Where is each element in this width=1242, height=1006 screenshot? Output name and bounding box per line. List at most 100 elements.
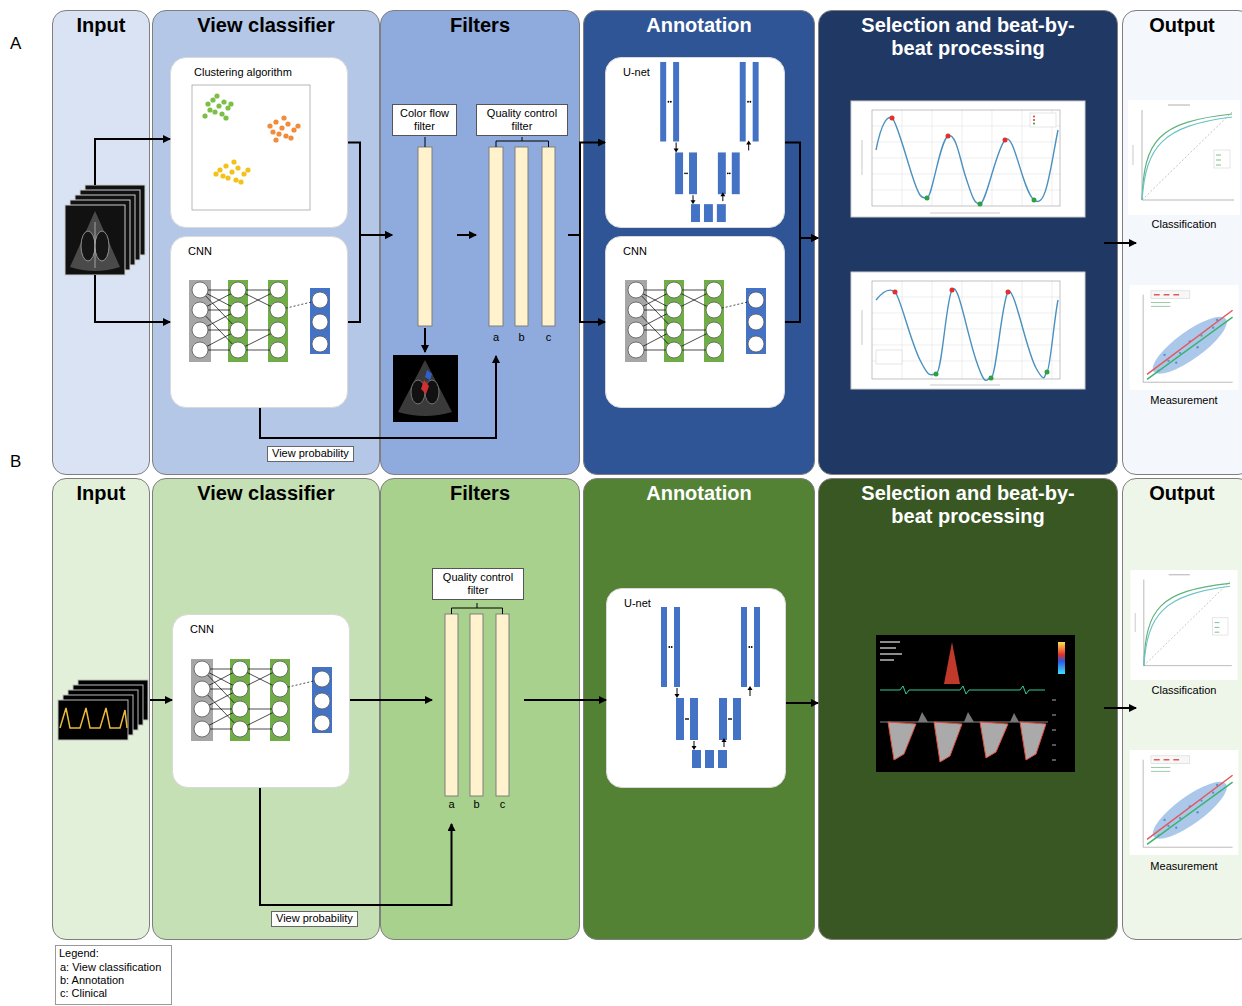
beat-chart-part (925, 196, 1037, 207)
doppler-screenshot-part-part (964, 712, 974, 722)
network-drawing-part (625, 280, 766, 362)
connector-arrow (260, 356, 496, 438)
echo-image-stack-part (95, 231, 109, 261)
stage-panel: FiltersQuality control filter (380, 478, 580, 940)
column-letter: b (518, 331, 524, 344)
output-chart-part (1130, 285, 1239, 390)
beat-chart-part-part (1032, 198, 1037, 203)
panel-heading: Output (1123, 11, 1241, 37)
cluster-plot-part-part (223, 115, 228, 120)
doppler-image-stack-part (78, 680, 148, 720)
cluster-plot-part-part (245, 167, 250, 172)
panel-heading: Annotation (584, 479, 814, 505)
beat-chart-part (862, 140, 1000, 213)
echo-image-stack-part (75, 195, 135, 265)
beat-chart-part (1033, 116, 1035, 122)
connector-arrow (350, 699, 432, 701)
edge-label: View probability (271, 911, 358, 927)
cluster-plot-part (192, 85, 310, 210)
beat-chart-part (876, 289, 1058, 381)
echo-image-stack-part (85, 185, 145, 255)
input-split-line (95, 139, 150, 322)
output-chart-part (1130, 750, 1239, 855)
method-box: U-net (606, 588, 786, 788)
column-letter: c (546, 331, 552, 344)
method-box: CNN (172, 614, 350, 788)
panel-heading: Selection and beat-by-beat processing (848, 479, 1088, 528)
beat-chart-part-part (1003, 138, 1008, 143)
cluster-plot-part-part (207, 107, 212, 112)
filter-label: Quality control filter (476, 104, 568, 136)
beat-chart-part (893, 288, 1011, 295)
cluster-plot-part (213, 159, 250, 184)
filter-label: Color flow filter (392, 104, 457, 136)
beat-chart-part-part (890, 116, 895, 121)
color-flow-image-part (421, 380, 429, 394)
cluster-plot-part-part (205, 101, 210, 106)
color-flow-image-part (411, 380, 425, 404)
column-letter: a (493, 331, 499, 344)
method-box: CNN (605, 236, 785, 408)
cluster-plot-part-part (241, 171, 246, 176)
cluster-plot-part-part (228, 101, 233, 106)
doppler-screenshot-part (1052, 700, 1056, 760)
cluster-plot-part-part (273, 119, 278, 124)
beat-chart-part (1033, 123, 1035, 125)
beat-chart-part (872, 110, 1060, 206)
cluster-plot-part-part (221, 99, 226, 104)
connector-arrow (568, 235, 605, 322)
network-drawing-part (191, 659, 332, 741)
doppler-screenshot-part (944, 642, 960, 684)
panel-heading: Annotation (584, 11, 814, 37)
connector-arrow (348, 143, 392, 236)
cluster-plot-part-part (288, 135, 293, 140)
cluster-plot-part-part (238, 179, 243, 184)
network-drawing-part (661, 607, 760, 768)
panel-heading: Output (1123, 479, 1241, 505)
filter-columns-part (542, 147, 555, 326)
doppler-image-stack (58, 680, 148, 740)
network-drawing-part (189, 280, 330, 362)
legend-row: b: Annotation (60, 974, 171, 987)
stage-panel: Selection and beat-by-beat processing (818, 10, 1118, 475)
connector-arrow (348, 235, 392, 322)
filter-columns-part (496, 614, 509, 796)
cluster-plot-part-part (285, 121, 290, 126)
filter-columns-part (515, 147, 528, 326)
legend-text: b: Annotation (60, 974, 124, 986)
box-label: U-net (607, 589, 785, 610)
box-label: U-net (606, 58, 784, 79)
echo-image-stack-part (65, 205, 125, 275)
connector-arrow (786, 702, 818, 704)
cluster-plot-part-part (291, 127, 296, 132)
doppler-image-stack-part (58, 700, 128, 740)
filter-columns-part (418, 147, 432, 326)
doppler-screenshot-part-part (888, 722, 916, 760)
cluster-plot-part (267, 115, 300, 142)
beat-chart-part (876, 350, 902, 364)
cluster-plot-part-part (267, 123, 272, 128)
cluster-plot-part-part (214, 93, 219, 98)
panel-heading: Filters (381, 11, 579, 37)
chart-caption: Measurement (1150, 394, 1217, 407)
panel-letter: A (10, 34, 21, 54)
filter-block: Color flow filter (392, 104, 457, 328)
beat-chart-part-part (934, 372, 939, 377)
echo-image-stack (65, 185, 145, 275)
legend-row: a: View classification (60, 961, 171, 974)
connector-arrow (150, 138, 170, 140)
column-letter: a (448, 798, 454, 811)
cluster-plot-part (202, 93, 233, 120)
echo-image-stack-part (70, 211, 120, 271)
filter-block: Quality control filter (432, 568, 524, 824)
method-box: Clustering algorithm (170, 57, 348, 228)
doppler-screenshot-part-part (1020, 722, 1046, 760)
doppler-screenshot-part-part (934, 722, 962, 762)
beat-chart (851, 101, 1085, 217)
box-label: CNN (171, 237, 347, 258)
filter-bracket (425, 137, 549, 614)
stage-panel: FiltersColor flow filter Quality control … (380, 10, 580, 475)
beat-chart-part (934, 370, 1050, 381)
cluster-plot-part-part (225, 105, 230, 110)
